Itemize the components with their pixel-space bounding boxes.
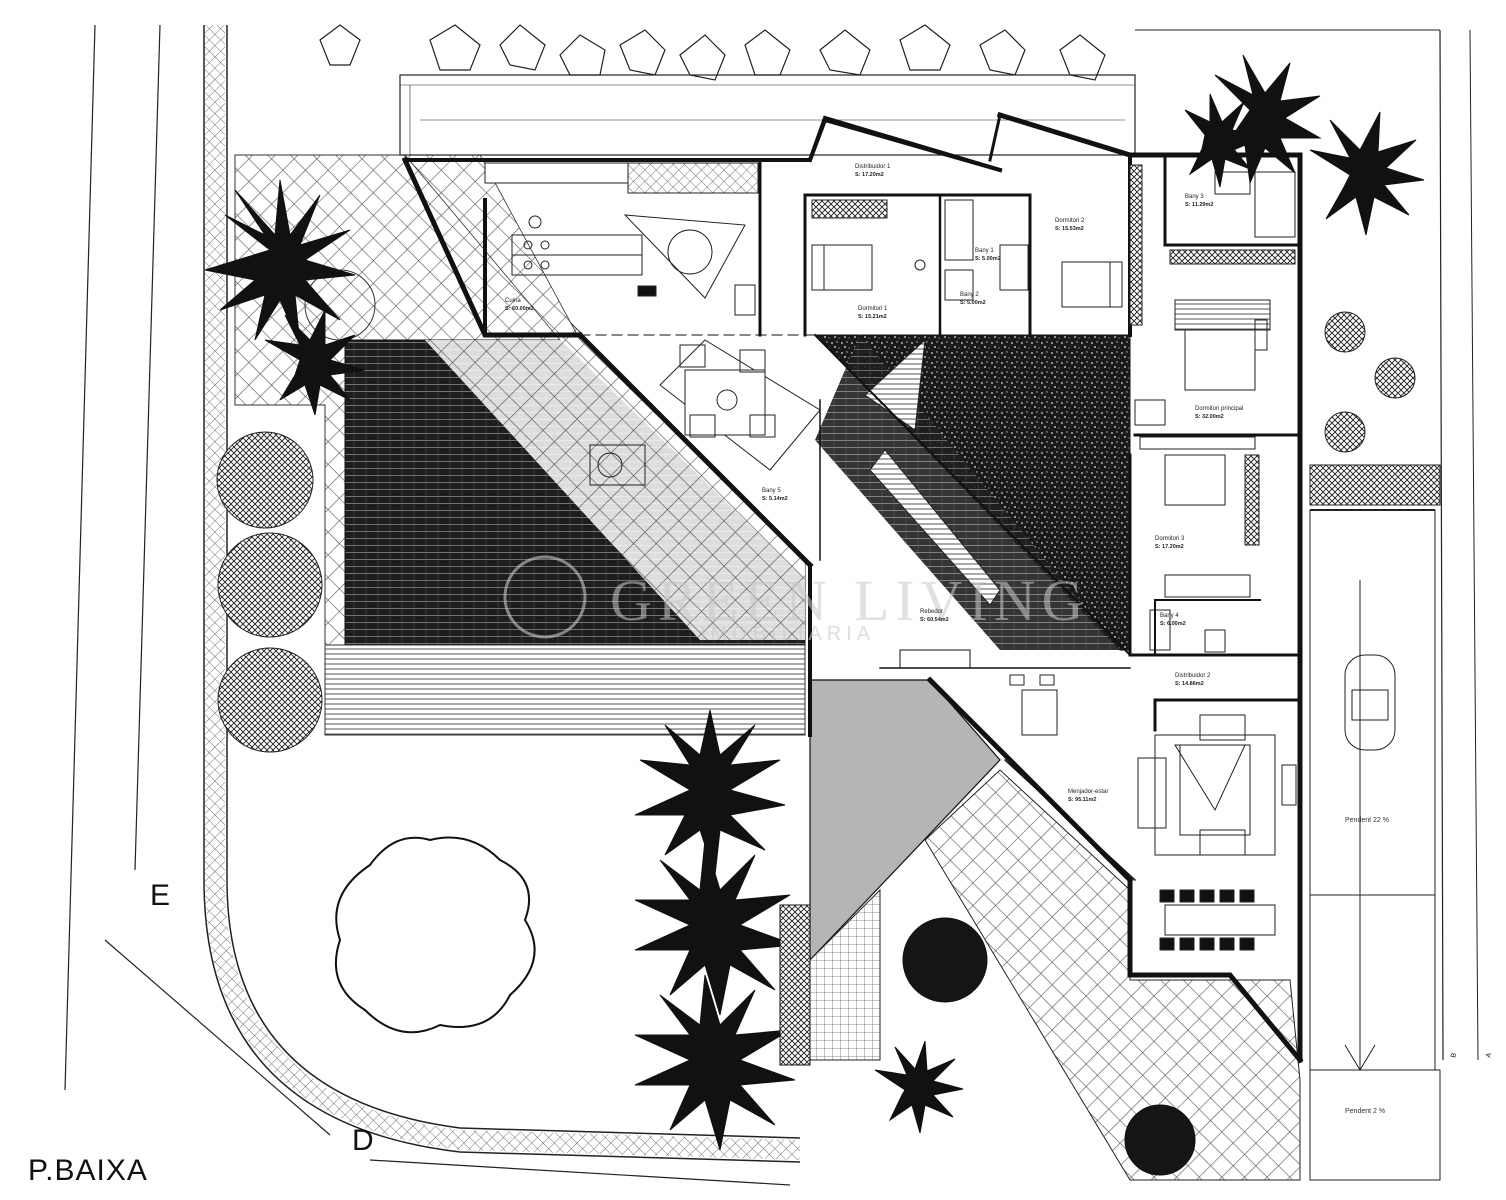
- terrace-area: [234, 154, 806, 736]
- palm-trees: [204, 54, 1425, 1151]
- room-area-distribuidor2: S: 14.86m2: [1175, 681, 1204, 687]
- room-area-bany5: S: 5.14m2: [762, 496, 788, 502]
- bedroom-furniture: [811, 164, 1296, 653]
- room-area-dormitori-principal: S: 32.00m2: [1195, 414, 1224, 420]
- watermark-subtext: IMOBILIARIA: [700, 623, 875, 645]
- watermark-text: GREEN LIVING: [610, 568, 1090, 633]
- room-area-dormitori2: S: 15.53m2: [1055, 226, 1084, 232]
- room-name-menjador: Menjador-estar: [1068, 789, 1108, 795]
- ramp-label-lower: Pendent 2 %: [1345, 1108, 1385, 1115]
- room-name-bany1: Bany 1: [975, 248, 994, 254]
- kitchen-furniture: [484, 162, 759, 316]
- street-label-e: E: [150, 879, 170, 912]
- ramp-label-upper: Pendent 22 %: [1345, 817, 1389, 824]
- room-name-bany4: Bany 4: [1160, 613, 1179, 619]
- room-area-dormitori1: S: 15.21m2: [858, 314, 887, 320]
- room-area-cuina: S: 60.00m2: [505, 306, 534, 312]
- room-name-dormitori-principal: Dormitori principal: [1195, 406, 1243, 412]
- room-name-distribuidor1: Distribuidor 1: [855, 164, 891, 170]
- north-hedge: [319, 24, 1106, 81]
- round-shrubs: [216, 311, 1441, 1176]
- room-name-cuina: Cuina: [505, 298, 521, 304]
- room-area-bany3: S: 11.29m2: [1185, 202, 1213, 208]
- room-name-dormitori2: Dormitori 2: [1055, 218, 1085, 224]
- room-name-dormitori1: Dormitori 1: [858, 306, 888, 312]
- entry-path: [809, 679, 1301, 1181]
- room-area-distribuidor1: S: 17.20m2: [855, 172, 884, 178]
- building-walls: [401, 111, 1304, 1064]
- room-name-bany3: Bany 3: [1185, 194, 1204, 200]
- room-area-bany1: S: 5.00m2: [975, 256, 1001, 262]
- room-name-bany2: Bany 2: [960, 292, 979, 298]
- garage-ramp: [1309, 509, 1441, 1181]
- room-area-bany2: S: 5.00m2: [960, 300, 986, 306]
- room-name-bany5: Bany 5: [762, 488, 781, 494]
- watermark-logo-icon: [503, 555, 587, 639]
- street-label-a: A: [1485, 1052, 1493, 1059]
- plan-title: P.BAIXA: [28, 1154, 148, 1187]
- room-area-dormitori3: S: 17.20m2: [1155, 544, 1184, 550]
- outdoor-dining: [589, 339, 821, 486]
- room-name-distribuidor2: Distribuidor 2: [1175, 673, 1211, 679]
- room-area-bany4: S: 6.00m2: [1160, 621, 1186, 627]
- lounge-furniture: [1009, 674, 1297, 951]
- road-curb: [64, 24, 1479, 1186]
- room-area-menjador: S: 95.11m2: [1068, 797, 1096, 803]
- room-area-rebedor: S: 60.54m2: [920, 617, 949, 623]
- street-label-b: B: [1450, 1052, 1458, 1059]
- room-labels: Cuina S: 60.00m2 Distribuidor 1 S: 17.20…: [505, 164, 1243, 803]
- room-name-dormitori3: Dormitori 3: [1155, 536, 1185, 542]
- street-label-d: D: [352, 1124, 374, 1157]
- room-name-rebedor: Rebedor: [920, 609, 943, 615]
